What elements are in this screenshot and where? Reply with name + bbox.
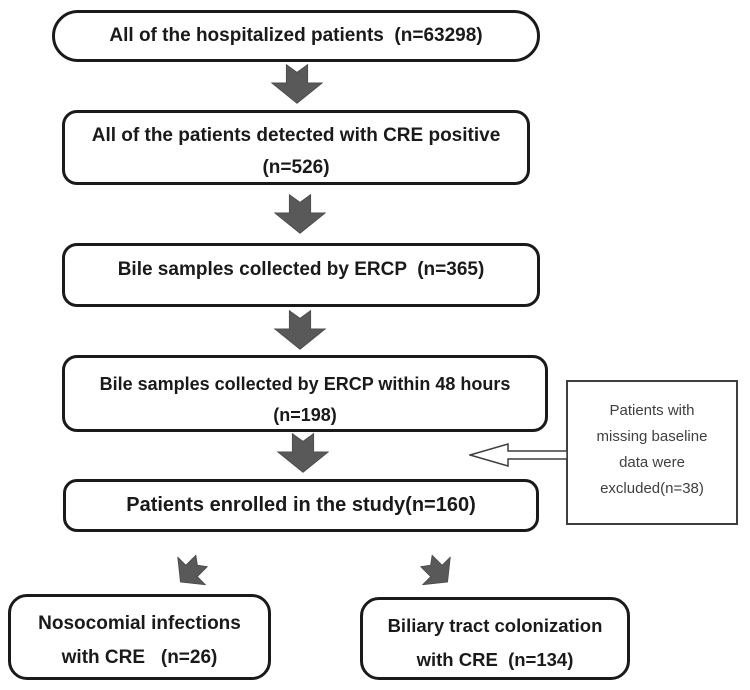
box-excluded-patients: Patients with missing baseline data were… xyxy=(566,380,738,525)
box-nosocomial-text-line2: with CRE (n=26) xyxy=(61,647,218,668)
box-nosocomial-infections: Nosocomial infections with CRE (n=26) xyxy=(8,594,271,680)
box-cre-positive-text-line2: (n=526) xyxy=(262,157,330,178)
exclusion-arrow-left-icon xyxy=(469,443,568,467)
box-hospitalized-patients: All of the hospitalized patients (n=6329… xyxy=(52,10,540,62)
box-excluded-text-line3: data were xyxy=(619,454,685,471)
box-hospitalized-text: All of the hospitalized patients (n=6329… xyxy=(109,25,483,46)
box-excluded-text-line2: missing baseline xyxy=(596,428,708,445)
box-bile-samples-ercp-text: Bile samples collected by ERCP (n=365) xyxy=(117,259,485,280)
box-biliary-colonization-text-line1: Biliary tract colonization xyxy=(387,615,603,636)
box-cre-positive-patients: All of the patients detected with CRE po… xyxy=(62,110,530,185)
box-bile-samples-ercp: Bile samples collected by ERCP (n=365) xyxy=(62,243,540,307)
box-enrolled-patients: Patients enrolled in the study(n=160) xyxy=(63,479,539,532)
box-bile-samples-ercp-48h-text-line2: (n=198) xyxy=(273,405,337,425)
box-cre-positive-text-line1: All of the patients detected with CRE po… xyxy=(91,125,501,146)
flow-arrow-down-4-icon xyxy=(277,432,329,473)
flow-arrow-down-left-icon xyxy=(177,554,209,586)
box-biliary-colonization-text-line2: with CRE (n=134) xyxy=(416,649,574,670)
flow-arrow-down-2-icon xyxy=(274,193,326,234)
flow-arrow-down-3-icon xyxy=(274,309,326,350)
box-nosocomial-text-line1: Nosocomial infections xyxy=(38,613,241,634)
box-enrolled-text: Patients enrolled in the study(n=160) xyxy=(126,494,476,516)
box-excluded-text-line4: excluded(n=38) xyxy=(600,480,704,497)
flow-arrow-down-1-icon xyxy=(271,63,323,104)
box-biliary-colonization: Biliary tract colonization with CRE (n=1… xyxy=(360,597,630,680)
box-excluded-text-line1: Patients with xyxy=(609,402,695,419)
flow-arrow-down-right-icon xyxy=(419,554,451,586)
box-bile-samples-ercp-48h: Bile samples collected by ERCP within 48… xyxy=(62,355,548,432)
box-bile-samples-ercp-48h-text-line1: Bile samples collected by ERCP within 48… xyxy=(99,374,511,394)
